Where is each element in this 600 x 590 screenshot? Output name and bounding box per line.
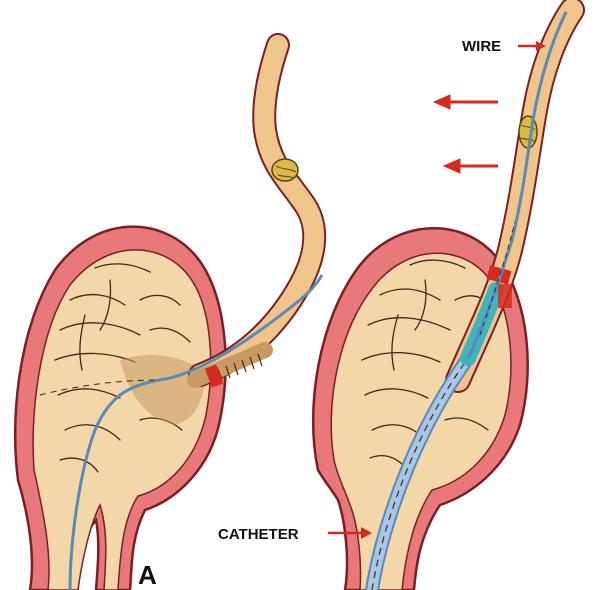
wire-label: WIRE [462,38,501,55]
left-tissue-folds [54,263,191,473]
traction-arrows [432,94,498,174]
catheter-label: CATHETER [218,526,299,543]
catheter-pointer [328,527,372,539]
wire-pointer [518,41,546,51]
right-panel: WIRE CATHETER [218,0,585,590]
left-wall-marker [204,364,224,388]
left-panel: A [13,33,327,590]
right-wall-marker [486,265,512,285]
panel-label-a: A [138,560,157,590]
